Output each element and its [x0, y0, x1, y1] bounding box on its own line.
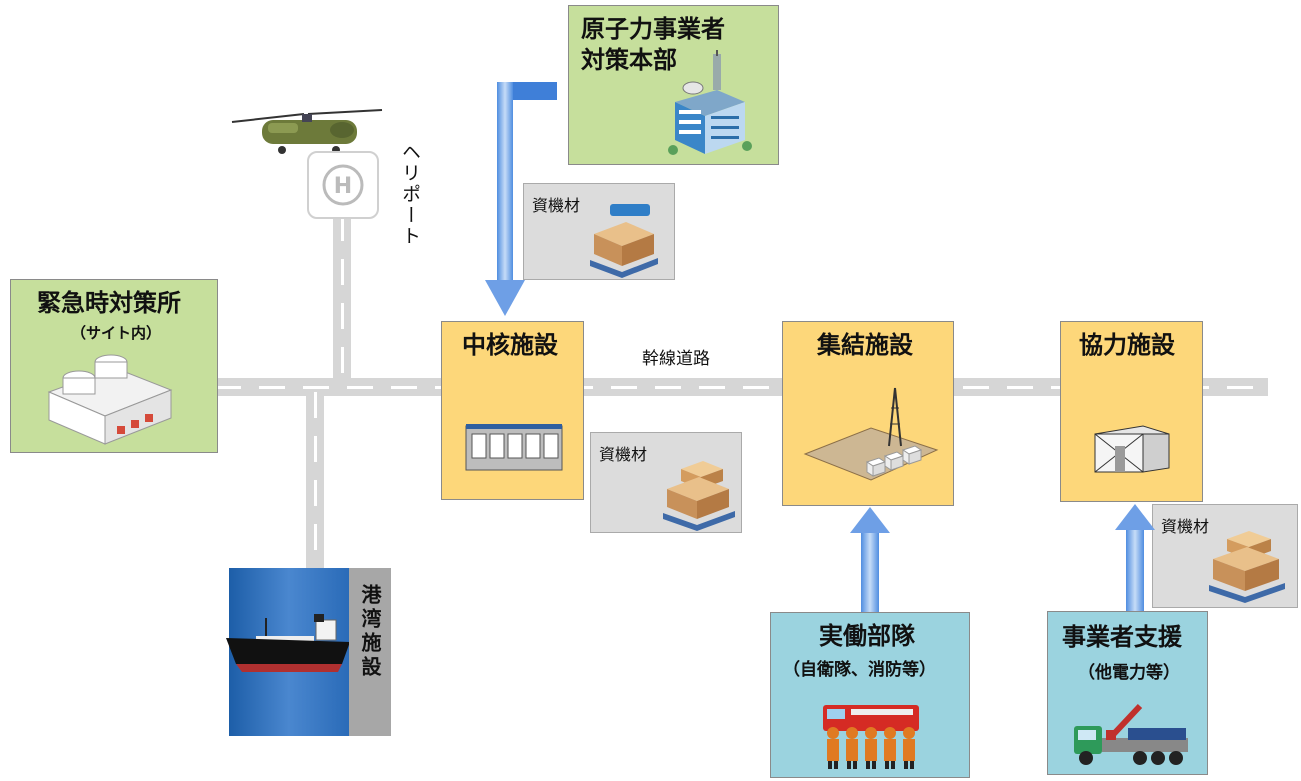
ship-icon [226, 614, 350, 672]
svg-text:H: H [334, 174, 352, 199]
materials-label: 資機材 [1161, 517, 1210, 536]
assembly-ground-icon [803, 387, 939, 481]
prefab-building-icon [465, 424, 563, 471]
cooperation-facility-box: 協力施設 [1060, 321, 1203, 502]
core-facility-title: 中核施設 [462, 331, 558, 359]
operator-support-title: 事業者支援 [1062, 623, 1182, 651]
field-units-subtitle: （自衛隊、消防等） [783, 660, 936, 680]
emergency-office-title: 緊急時対策所 [37, 289, 181, 317]
port-access-road [306, 392, 324, 570]
core-facility-box: 中核施設 [441, 321, 584, 500]
frame-building-icon [1094, 425, 1170, 473]
nuclear-hq-title-line2: 対策本部 [581, 46, 677, 74]
materials-label: 資機材 [532, 196, 581, 215]
office-building-icon [668, 50, 752, 155]
trunk-road-label: 幹線道路 [642, 349, 710, 369]
helicopter-icon [231, 109, 383, 154]
heliport-pad: H [307, 151, 379, 219]
nuclear-operator-hq-box: 原子力事業者 対策本部 [568, 5, 779, 165]
emergency-office-subtitle: （サイト内） [71, 324, 162, 342]
fire-brigade-icon [823, 705, 919, 769]
cooperation-facility-title: 協力施設 [1079, 331, 1175, 359]
helipad-h-icon: H [322, 164, 364, 206]
operator-support-arrow [1115, 504, 1155, 612]
hq-to-core-arrow [485, 82, 557, 316]
operator-support-subtitle: （他電力等） [1078, 663, 1180, 683]
materials-box-hq: 資機材 [523, 183, 675, 280]
cargo-boxes-icon [590, 204, 658, 278]
operator-support-box: 事業者支援 （他電力等） [1047, 611, 1208, 775]
assembly-facility-box: 集結施設 [782, 321, 954, 506]
assembly-facility-title: 集結施設 [817, 331, 913, 359]
plant-building-icon [47, 354, 173, 445]
cargo-boxes-icon [663, 461, 735, 531]
crane-truck-icon [1074, 703, 1188, 765]
field-units-arrow [850, 507, 890, 613]
field-units-title: 実働部隊 [819, 622, 915, 650]
port-facility-block [349, 568, 391, 736]
heliport-label: ヘリポート [399, 142, 421, 247]
materials-box-core: 資機材 [590, 432, 742, 533]
heliport-access-road [333, 215, 351, 385]
materials-label: 資機材 [599, 445, 648, 464]
emergency-response-office-box: 緊急時対策所 （サイト内） [10, 279, 218, 453]
port-label: 港湾施設 [358, 584, 382, 680]
field-units-box: 実働部隊 （自衛隊、消防等） [770, 612, 970, 778]
cargo-boxes-icon [1209, 531, 1285, 603]
materials-box-cooperation: 資機材 [1152, 504, 1298, 608]
nuclear-hq-title-line1: 原子力事業者 [581, 15, 725, 43]
